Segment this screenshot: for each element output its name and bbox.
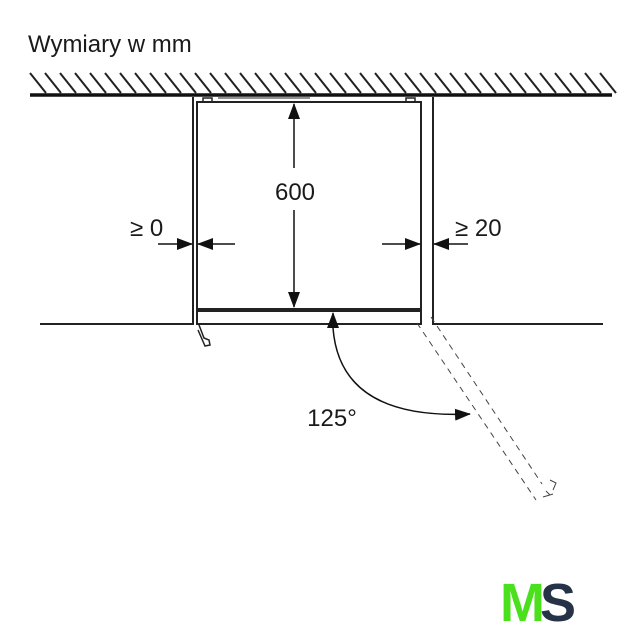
hatch-line <box>284 72 302 94</box>
appliance-body <box>196 97 422 310</box>
hatch-line <box>329 72 347 94</box>
hatch-line <box>539 72 557 94</box>
hatch-line <box>209 72 227 94</box>
hatch-line <box>554 72 572 94</box>
hatch-line <box>374 72 392 94</box>
hatch-line <box>164 72 182 94</box>
hatch-line <box>269 72 287 94</box>
hatch-line <box>194 72 212 94</box>
hatch-line <box>404 72 422 94</box>
ms-logo: M S <box>500 573 576 633</box>
hatch-line <box>104 72 122 94</box>
open-door-outline <box>416 316 557 501</box>
hatch-line <box>479 72 497 94</box>
door-handle <box>197 324 211 347</box>
hatch-line <box>419 72 437 94</box>
hatch-line <box>29 72 47 94</box>
hatch-line <box>344 72 362 94</box>
right-cabinet <box>432 97 603 325</box>
hatch-line <box>134 72 152 94</box>
hatch-line <box>494 72 512 94</box>
appliance-door <box>196 310 422 347</box>
diagram-title: Wymiary w mm <box>28 31 192 58</box>
hatch-line <box>224 72 242 94</box>
left-gap-label: ≥ 0 <box>130 215 163 242</box>
hatch-line <box>599 72 617 94</box>
hatch-line <box>59 72 77 94</box>
depth-label: 600 <box>275 179 315 206</box>
wall-hatching <box>29 72 617 94</box>
door-angle-arc <box>327 312 471 421</box>
hatch-line <box>524 72 542 94</box>
hatch-line <box>569 72 587 94</box>
hatch-line <box>119 72 137 94</box>
left-cabinet <box>40 97 194 325</box>
right-gap-label: ≥ 20 <box>455 215 502 242</box>
hatch-line <box>359 72 377 94</box>
hatch-line <box>239 72 257 94</box>
hatch-line <box>434 72 452 94</box>
hatch-line <box>389 72 407 94</box>
hatch-line <box>89 72 107 94</box>
hatch-line <box>254 72 272 94</box>
hatch-line <box>314 72 332 94</box>
logo-letter-s: S <box>540 573 576 633</box>
hatch-line <box>299 72 317 94</box>
hatch-line <box>74 72 92 94</box>
hatch-line <box>149 72 167 94</box>
hatch-line <box>449 72 467 94</box>
door-angle-label: 125° <box>307 405 357 432</box>
logo-letter-m: M <box>500 573 545 633</box>
hatch-line <box>44 72 62 94</box>
hatch-line <box>179 72 197 94</box>
hatch-line <box>464 72 482 94</box>
hatch-line <box>509 72 527 94</box>
hatch-line <box>584 72 602 94</box>
